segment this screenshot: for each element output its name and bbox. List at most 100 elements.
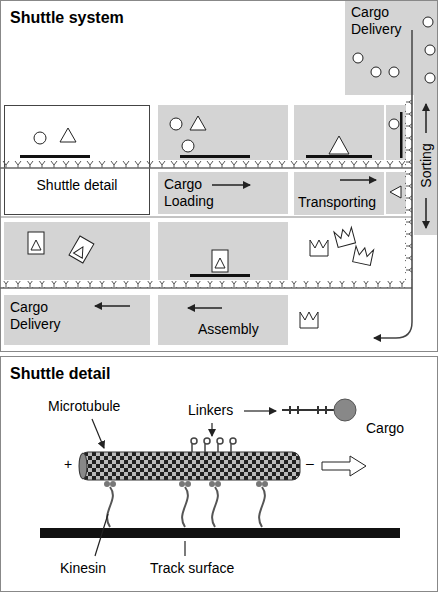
assembled-cargo <box>69 236 94 263</box>
open-container <box>334 227 356 247</box>
cargo-circle <box>182 140 194 152</box>
cargo-circle <box>353 53 363 63</box>
linker-cargo-glyph <box>282 409 334 411</box>
direction-arrow <box>95 305 130 307</box>
part-label: Microtubule <box>48 398 120 415</box>
node-text: Transporting <box>298 194 376 211</box>
track-surface <box>40 528 400 538</box>
assembled-cargo <box>215 258 225 268</box>
cargo-circle <box>389 119 399 129</box>
leader-line <box>184 541 185 556</box>
assembled-cargo <box>28 232 44 254</box>
microtubule-detail <box>79 452 300 480</box>
shuttle-microtubule <box>20 155 90 158</box>
cargo-circle <box>425 73 435 83</box>
cargo-circle <box>34 17 435 152</box>
shuttle-microtubule <box>400 112 403 158</box>
linker-molecule <box>230 444 232 452</box>
open-container <box>310 240 328 256</box>
delivery-panel: Cargo Delivery <box>4 295 150 345</box>
part-label: Track surface <box>150 560 234 577</box>
direction-arrow <box>212 184 250 186</box>
track-line <box>0 167 412 169</box>
part-label: Kinesin <box>60 560 106 577</box>
cargo-circle <box>34 132 46 144</box>
loading-panel: Cargo Loading <box>158 172 288 214</box>
polarity-arrow <box>322 456 366 476</box>
kinesin-motor <box>110 481 116 487</box>
gray-panel <box>158 105 288 160</box>
node-text: Cargo Delivery <box>10 299 70 333</box>
kinesin-motor <box>215 481 221 487</box>
linker-molecule <box>191 438 236 452</box>
microtubule-detail <box>80 452 300 480</box>
section-frame <box>1 1 438 352</box>
cargo-circle <box>425 45 435 55</box>
assembled-cargo <box>74 244 88 258</box>
detail-box: Shuttle detail <box>4 105 150 215</box>
kinesin-motor <box>104 481 110 487</box>
assembled-cargo <box>28 232 44 254</box>
node-text: Cargo Delivery <box>351 4 426 38</box>
linker-molecule <box>204 438 210 444</box>
cargo-circle <box>389 67 399 77</box>
linker-cargo-glyph <box>297 406 299 414</box>
kinesin-motor <box>182 487 188 527</box>
node-text: Cargo Loading <box>164 176 226 210</box>
track-surface <box>40 528 400 538</box>
linker-molecule <box>217 438 223 444</box>
transport-panel: Transporting <box>294 172 384 215</box>
linker-cargo-glyph <box>317 406 319 414</box>
kinesin-motor <box>262 481 268 487</box>
part-label: Linkers <box>188 402 233 419</box>
leader-line <box>95 514 108 556</box>
part-label: Cargo <box>366 420 404 437</box>
node-text: Shuttle detail <box>37 177 118 194</box>
polarity-sign: – <box>306 455 314 472</box>
shuttle-microtubule <box>306 155 372 158</box>
cargo-circle <box>371 67 381 77</box>
gray-panel <box>294 105 384 160</box>
shuttle-microtubule <box>20 112 403 277</box>
node-text: Sorting <box>418 143 435 187</box>
cargo-triangle <box>329 136 349 154</box>
cargo-triangle <box>60 128 76 142</box>
kinesin-motor <box>179 481 185 487</box>
sorting-strip: Sorting <box>414 95 438 235</box>
diagram-title: Shuttle system <box>10 8 124 27</box>
polarity-arrow <box>322 456 366 476</box>
linker-cargo-glyph <box>282 399 356 421</box>
assembly-panel: Assembly <box>158 295 288 345</box>
polarity-sign: + <box>64 456 72 473</box>
kinesin-motor <box>104 481 268 527</box>
direction-arrow <box>340 179 376 181</box>
linker-molecule <box>191 438 197 444</box>
track-line <box>0 281 410 288</box>
cargo-circle <box>423 17 433 27</box>
direction-arrow <box>188 307 222 309</box>
gray-panel <box>158 222 288 280</box>
assembled-cargo <box>28 232 228 272</box>
leader-line <box>92 411 276 556</box>
node-text: Assembly <box>198 321 259 338</box>
assembled-cargo <box>212 250 228 272</box>
gray-panel <box>4 105 406 280</box>
leader-line <box>244 410 276 411</box>
leader-line <box>211 423 212 436</box>
linker-molecule <box>230 438 236 444</box>
track-line <box>0 217 412 218</box>
track-line <box>405 100 412 280</box>
cargo-triangle <box>190 116 206 130</box>
assembled-cargo <box>69 236 94 263</box>
kinesin-motor <box>107 487 113 527</box>
delivery-panel: Cargo Delivery <box>345 0 438 95</box>
shuttle-microtubule <box>190 274 250 277</box>
cargo-circle <box>170 118 182 130</box>
kinesin-motor <box>209 481 215 487</box>
linker-cargo-glyph <box>334 399 356 421</box>
leader-line <box>92 419 104 448</box>
linker-molecule <box>204 444 206 452</box>
